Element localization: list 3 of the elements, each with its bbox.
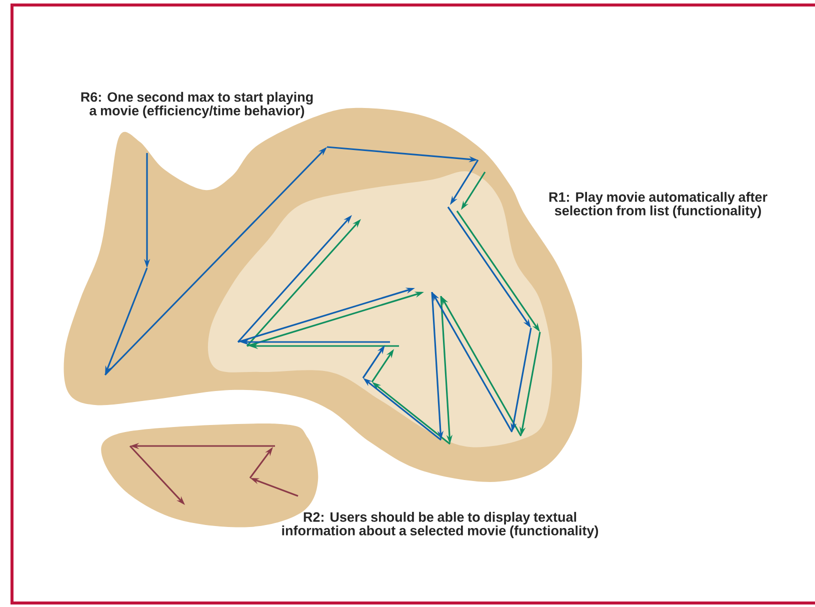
requirement-label: R6: One second max to start playing a movie (efficiency/time behavior) — [81, 92, 313, 118]
requirement-label: R2: Users should be able to display textual information about a selected movie (functionality) — [282, 512, 598, 538]
requirement-label: R1: Play movie automatically after selection from list (functionality) — [549, 192, 768, 218]
